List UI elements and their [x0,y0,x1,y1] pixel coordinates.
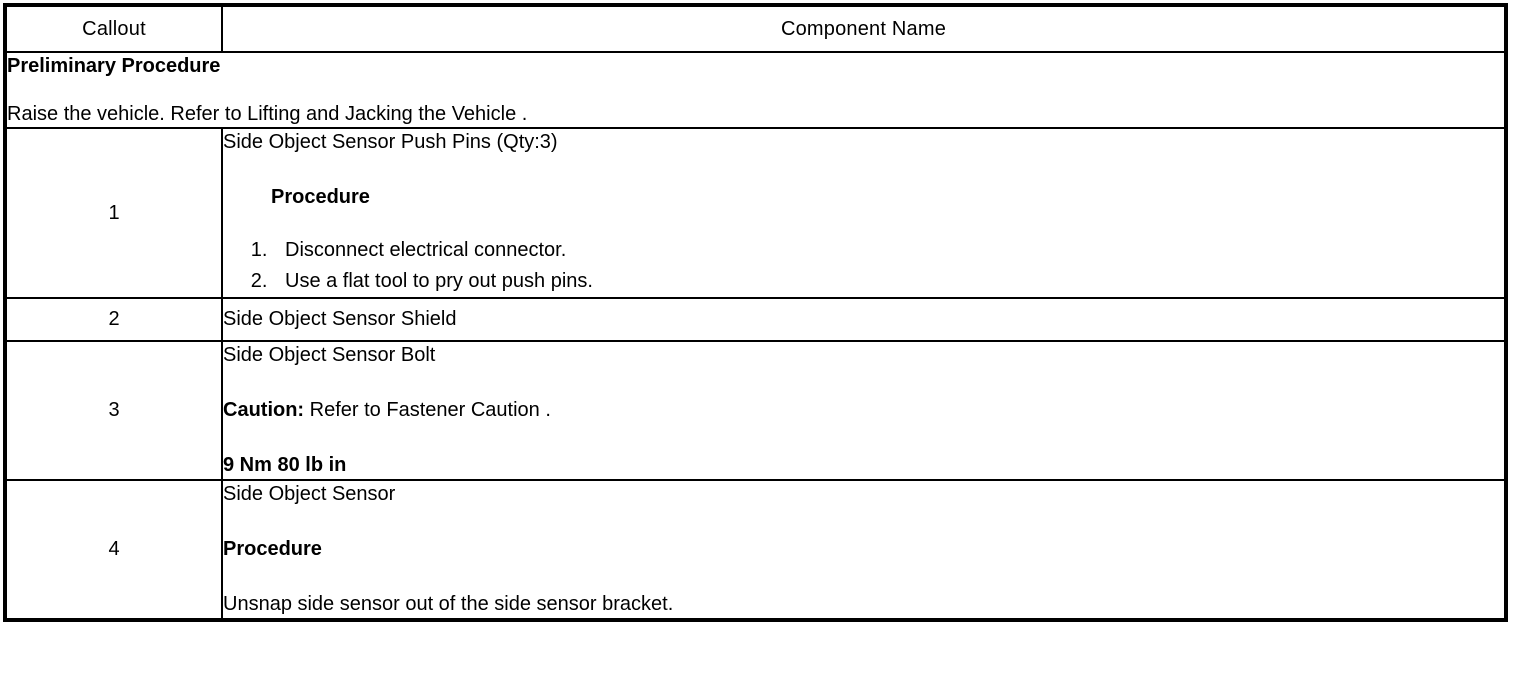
table-row: 1 Side Object Sensor Push Pins (Qty:3) P… [4,127,1507,299]
component-description-cell: Side Object Sensor Procedure Unsnap side… [221,479,1507,621]
callout-number: 4 [4,479,223,621]
component-name: Side Object Sensor Shield [223,308,457,330]
column-header-callout: Callout [4,4,223,53]
component-description-cell: Side Object Sensor Shield [221,297,1507,342]
list-item: Use a flat tool to pry out push pins. [273,266,1504,297]
column-header-component-name: Component Name [221,4,1507,53]
component-description-cell: Side Object Sensor Bolt Caution: Refer t… [221,340,1507,481]
caution-note: Caution: Refer to Fastener Caution . [223,397,1504,424]
spacer [223,508,1504,536]
spacer [223,369,1504,397]
component-description-cell: Side Object Sensor Push Pins (Qty:3) Pro… [221,127,1507,299]
preliminary-procedure-title: Preliminary Procedure [7,55,221,77]
spacer [223,424,1504,452]
procedure-heading: Procedure [271,186,370,208]
callout-number: 3 [4,340,223,481]
callout-number: 1 [4,127,223,299]
component-name: Side Object Sensor Push Pins (Qty:3) [223,131,558,153]
list-item: Disconnect electrical connector. [273,235,1504,266]
procedure-text: Unsnap side sensor out of the side senso… [223,593,674,615]
preliminary-procedure-text: Raise the vehicle. Refer to Lifting and … [7,103,528,125]
caution-text: Refer to Fastener Caution . [304,399,551,421]
spacer [223,211,1504,235]
table-header-row: Callout Component Name [4,4,1507,53]
table-row: 4 Side Object Sensor Procedure Unsnap si… [4,479,1507,621]
spacer [223,563,1504,591]
preliminary-procedure-row: Preliminary Procedure Raise the vehicle.… [4,51,1507,129]
table-row: 3 Side Object Sensor Bolt Caution: Refer… [4,340,1507,481]
spacer [223,156,1504,184]
preliminary-procedure-cell: Preliminary Procedure Raise the vehicle.… [4,51,1507,129]
caution-label: Caution: [223,399,305,421]
torque-specification: 9 Nm 80 lb in [223,454,347,476]
service-procedure-table: Callout Component Name Preliminary Proce… [3,3,1508,622]
component-name: Side Object Sensor Bolt [223,344,436,366]
callout-number: 2 [4,297,223,342]
table-row: 2 Side Object Sensor Shield [4,297,1507,342]
procedure-heading: Procedure [223,538,322,560]
component-name: Side Object Sensor [223,483,396,505]
procedure-step-list: Disconnect electrical connector. Use a f… [223,235,1504,297]
